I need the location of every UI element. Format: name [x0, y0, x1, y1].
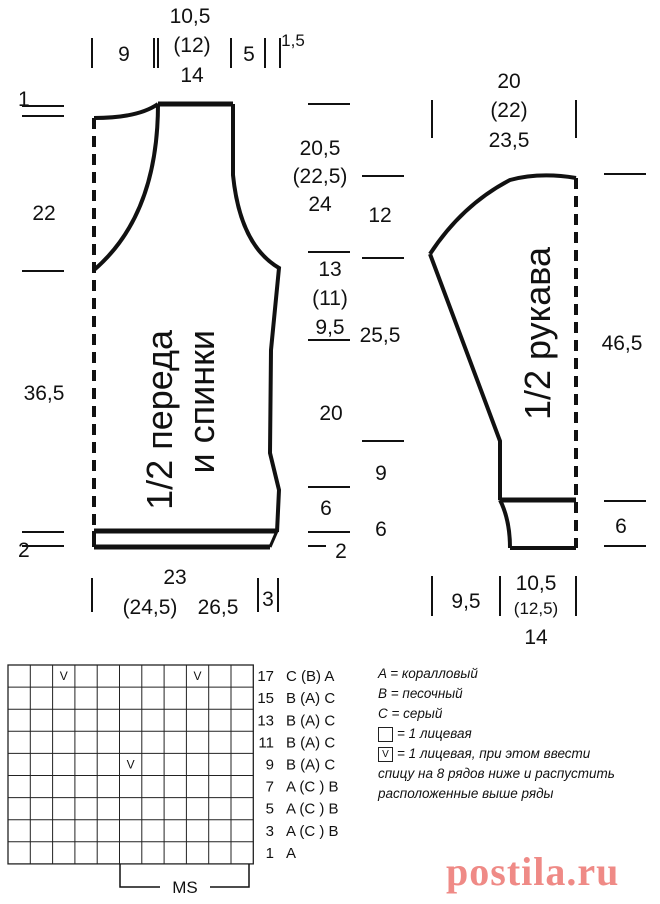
body-label-2: и спинки — [181, 330, 222, 473]
brand-watermark: postila.ru — [446, 849, 620, 894]
chart-row-number: 7 — [266, 779, 274, 796]
chart-row-number: 17 — [257, 668, 274, 685]
dim-bottom-a: 23 — [163, 566, 186, 589]
sleeve-top-a: 20 — [497, 70, 520, 93]
chart-row-colors: A (C ) B — [286, 801, 339, 818]
repeat-label: MS — [172, 878, 198, 897]
repeat-bracket — [119, 864, 250, 888]
dim-tiny: 1,5 — [281, 31, 305, 50]
legend-v-2: спицу на 8 рядов ниже и распустить — [378, 766, 615, 781]
sleeve-bottom-c: (12,5) — [514, 599, 558, 618]
chart-row-number: 5 — [266, 801, 274, 818]
dim-left-bottom: 2 — [18, 539, 30, 562]
chart-row-colors: B (A) C — [286, 734, 335, 751]
body-bottom-ticks — [91, 578, 279, 612]
legend-v-3: расположенные выше ряды — [378, 786, 554, 801]
legend-v-text-1: = 1 лицевая, при этом ввести — [397, 746, 591, 761]
dim-neck-b: (12) — [173, 34, 210, 57]
dim-bottom-c: 26,5 — [198, 596, 239, 619]
sleeve-cap: 12 — [368, 204, 391, 227]
v-cell-icon: V — [378, 746, 393, 762]
chart-row-number: 9 — [266, 756, 274, 773]
legend-v: V = 1 лицевая, при этом ввести — [378, 744, 648, 764]
dim-armhole: 22 — [32, 202, 55, 225]
chart-row-colors: A — [286, 845, 296, 862]
chart-row-number: 15 — [257, 690, 274, 707]
chart-v-cell: V — [194, 669, 202, 683]
chart-row-colors: C (B) A — [286, 668, 334, 685]
dim-right-total: 25,5 — [360, 324, 401, 347]
dim-right-w1: 13 — [318, 258, 341, 281]
chart-row-number: 1 — [266, 845, 274, 862]
sleeve-label: 1/2 рукава — [517, 246, 558, 420]
legend-knit: = 1 лицевая — [378, 724, 648, 744]
sleeve-length: 46,5 — [602, 332, 643, 355]
chart-row-number: 11 — [258, 734, 274, 751]
legend-a: A = коралловый — [378, 666, 478, 681]
chart-row-colors: B (A) C — [286, 712, 335, 729]
legend: A = коралловый B = песочный C = серый = … — [378, 664, 648, 804]
sleeve-ticks — [362, 100, 646, 616]
body-top-dimension-ticks — [91, 38, 281, 68]
dim-right-low: 6 — [320, 497, 332, 520]
body-label: 1/2 переда — [139, 329, 180, 510]
dim-left-top: 1 — [18, 88, 30, 111]
dim-neck-c: 14 — [180, 64, 204, 87]
sleeve-bottom-a: 9,5 — [451, 590, 480, 613]
chart-frame — [7, 664, 254, 865]
dim-right-mid: 20 — [319, 402, 342, 425]
dim-right-h3: 24 — [308, 193, 332, 216]
dim-neck-a: 10,5 — [170, 5, 211, 28]
body-right-ticks — [308, 103, 350, 547]
body-piece — [92, 101, 282, 550]
dim-right-bot: 2 — [335, 540, 347, 563]
body-left-ticks — [22, 105, 64, 547]
legend-knit-text: = 1 лицевая — [397, 726, 472, 741]
empty-cell-icon — [378, 726, 393, 742]
chart-row-number: 13 — [257, 712, 274, 729]
sleeve-cuff-right: 6 — [615, 515, 627, 538]
legend-b: B = песочный — [378, 686, 463, 701]
chart-row-colors: A (C ) B — [286, 823, 339, 840]
sleeve-cuff-step: 9 — [375, 462, 387, 485]
chart-row-number: 3 — [266, 823, 274, 840]
chart-row-colors: B (A) C — [286, 690, 335, 707]
legend-c: C = серый — [378, 706, 443, 721]
dim-right-w2: (11) — [312, 287, 348, 310]
dim-right-h1: 20,5 — [300, 137, 341, 160]
chart-row-colors: A (C ) B — [286, 779, 339, 796]
sleeve-piece — [428, 173, 578, 550]
sleeve-cuff-left: 6 — [375, 518, 387, 541]
sleeve-bottom-d: 14 — [524, 626, 548, 649]
dim-body-length: 36,5 — [24, 382, 65, 405]
sleeve-top-b: (22) — [490, 99, 527, 122]
dim-right-w3: 9,5 — [315, 316, 344, 339]
chart-row-colors: B (A) C — [286, 756, 335, 773]
chart-v-cell: V — [127, 757, 135, 771]
dim-bottom-d: 3 — [262, 588, 274, 611]
sleeve-top-c: 23,5 — [489, 129, 530, 152]
dim-bottom-b: (24,5) — [123, 596, 178, 619]
dim-right-5: 5 — [243, 43, 255, 66]
dim-right-h2: (22,5) — [293, 165, 348, 188]
chart-v-cell: V — [60, 669, 68, 683]
dim-shoulder: 9 — [118, 43, 130, 66]
sleeve-bottom-b: 10,5 — [516, 572, 557, 595]
stitch-chart-grid: V V V — [7, 664, 254, 865]
